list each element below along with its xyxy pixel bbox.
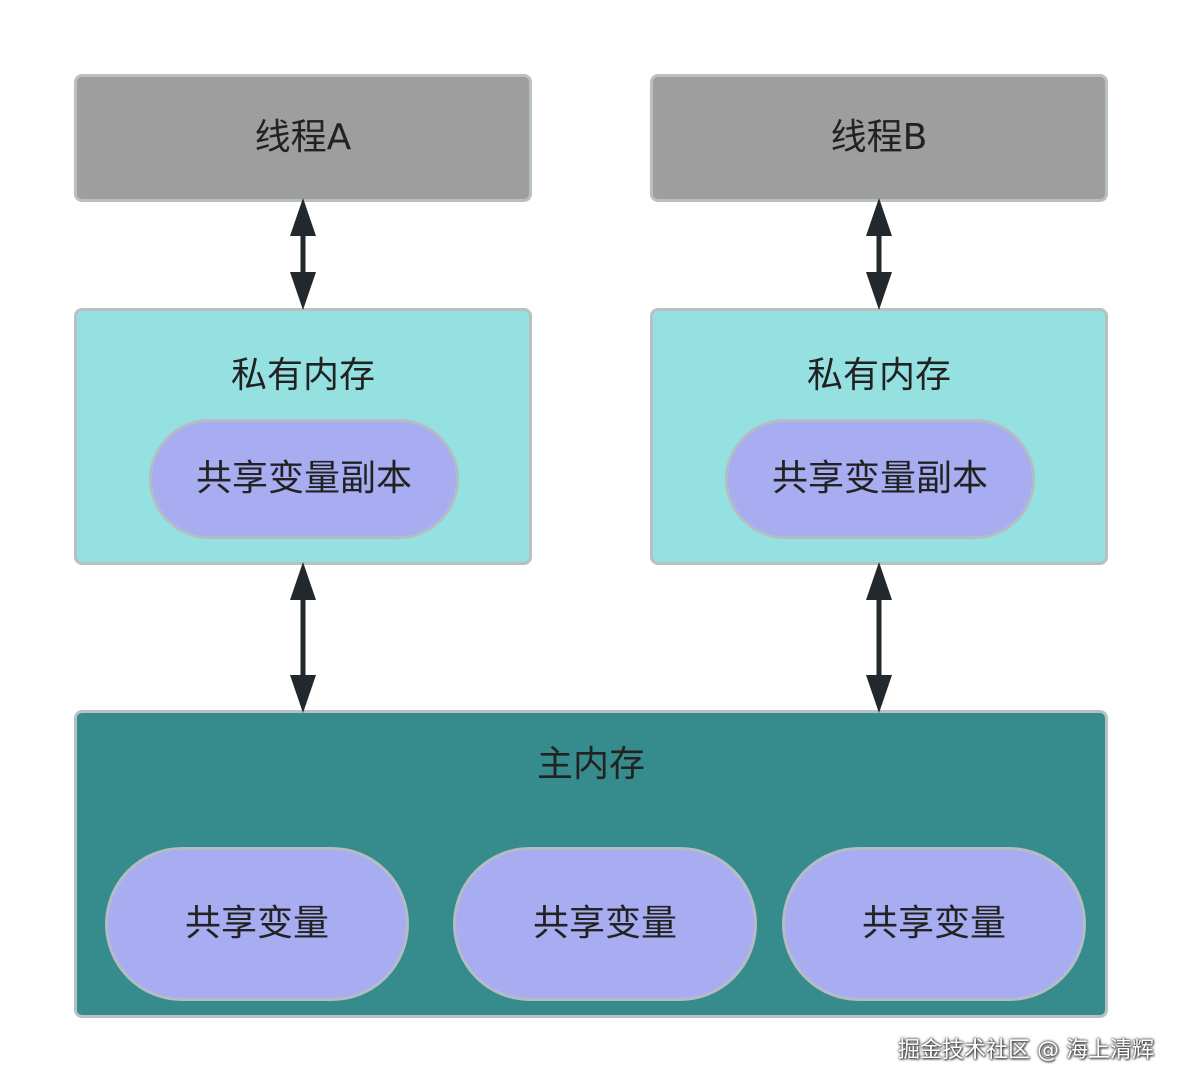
arrow-thread-a-private-a [290,198,316,310]
private-memory-b: 私有内存 共享变量副本 [650,308,1108,565]
shared-variable-copy-a-label: 共享变量副本 [195,458,412,499]
private-memory-a: 私有内存 共享变量副本 [74,308,532,565]
thread-a-box: 线程A [74,74,532,202]
shared-variable-copy-a: 共享变量副本 [149,419,459,539]
shared-variable-copy-b-label: 共享变量副本 [771,458,988,499]
main-memory-title: 主内存 [536,744,645,785]
watermark: 掘金技术社区 @ 海上清辉 [898,1038,1154,1063]
shared-variable-3-label: 共享变量 [861,903,1006,944]
shared-variable-2-label: 共享变量 [532,903,677,944]
thread-b-label: 线程B [830,117,928,158]
private-memory-b-title: 私有内存 [806,355,951,396]
shared-variable-copy-b: 共享变量副本 [725,419,1035,539]
shared-variable-2: 共享变量 [453,847,757,1001]
shared-variable-3: 共享变量 [782,847,1086,1001]
arrow-thread-b-private-b [866,198,892,310]
arrow-private-b-main [866,562,892,713]
shared-variable-1: 共享变量 [105,847,409,1001]
shared-variable-1-label: 共享变量 [184,903,329,944]
arrow-private-a-main [290,562,316,713]
main-memory: 主内存 共享变量 共享变量 共享变量 [74,710,1108,1018]
thread-a-label: 线程A [254,117,352,158]
private-memory-a-title: 私有内存 [230,355,375,396]
